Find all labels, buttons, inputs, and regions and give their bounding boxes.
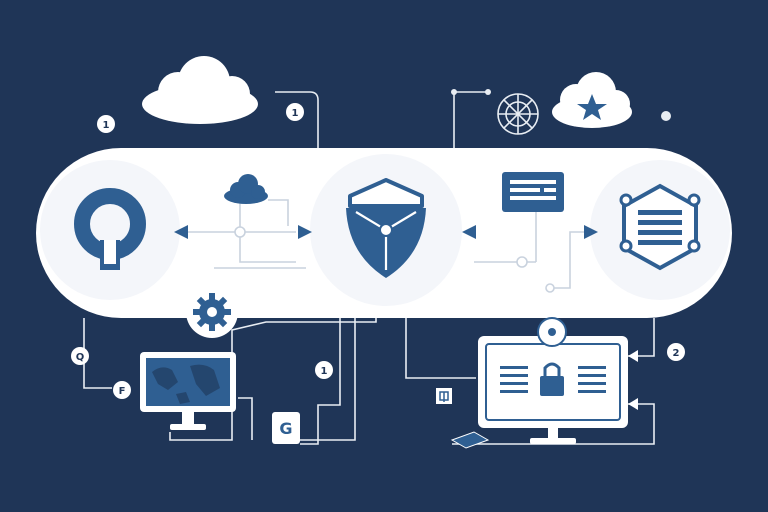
connector-lines (83, 91, 655, 445)
callout-left-f: F (113, 381, 131, 399)
band-connector-nodes (234, 226, 555, 293)
flag-icon (436, 388, 452, 404)
q-logo-icon (74, 188, 146, 270)
callout-right: 2 (667, 343, 685, 361)
monitor-map-icon (140, 352, 236, 430)
star-cloud-icon (552, 72, 632, 128)
gear-icon (186, 286, 238, 338)
callout-bottom-mid-label: 1 (321, 366, 328, 377)
document-icon (502, 172, 564, 212)
cloud-icon (224, 174, 268, 204)
callout-left-q: Q (71, 347, 89, 365)
connector-dots (451, 89, 671, 121)
callout-bottom-mid: 1 (315, 361, 333, 379)
shield-icon (346, 178, 426, 278)
laptop-lock-icon (478, 317, 638, 444)
callout-top-left-label: 1 (103, 120, 110, 131)
callout-left-q-label: Q (76, 352, 85, 363)
callout-top-center: 1 (286, 103, 304, 121)
g-badge: G (272, 412, 300, 444)
callout-top-center-label: 1 (292, 108, 299, 119)
callout-left-f-label: F (119, 386, 126, 397)
globe-icon (497, 93, 539, 135)
g-badge-label: G (279, 419, 292, 438)
key-icon (450, 431, 490, 449)
callout-right-label: 2 (673, 348, 680, 359)
cloud-icon (142, 56, 258, 124)
hexagon-network-icon (619, 183, 701, 271)
callout-top-left: 1 (97, 115, 115, 133)
arrowheads (174, 225, 598, 239)
